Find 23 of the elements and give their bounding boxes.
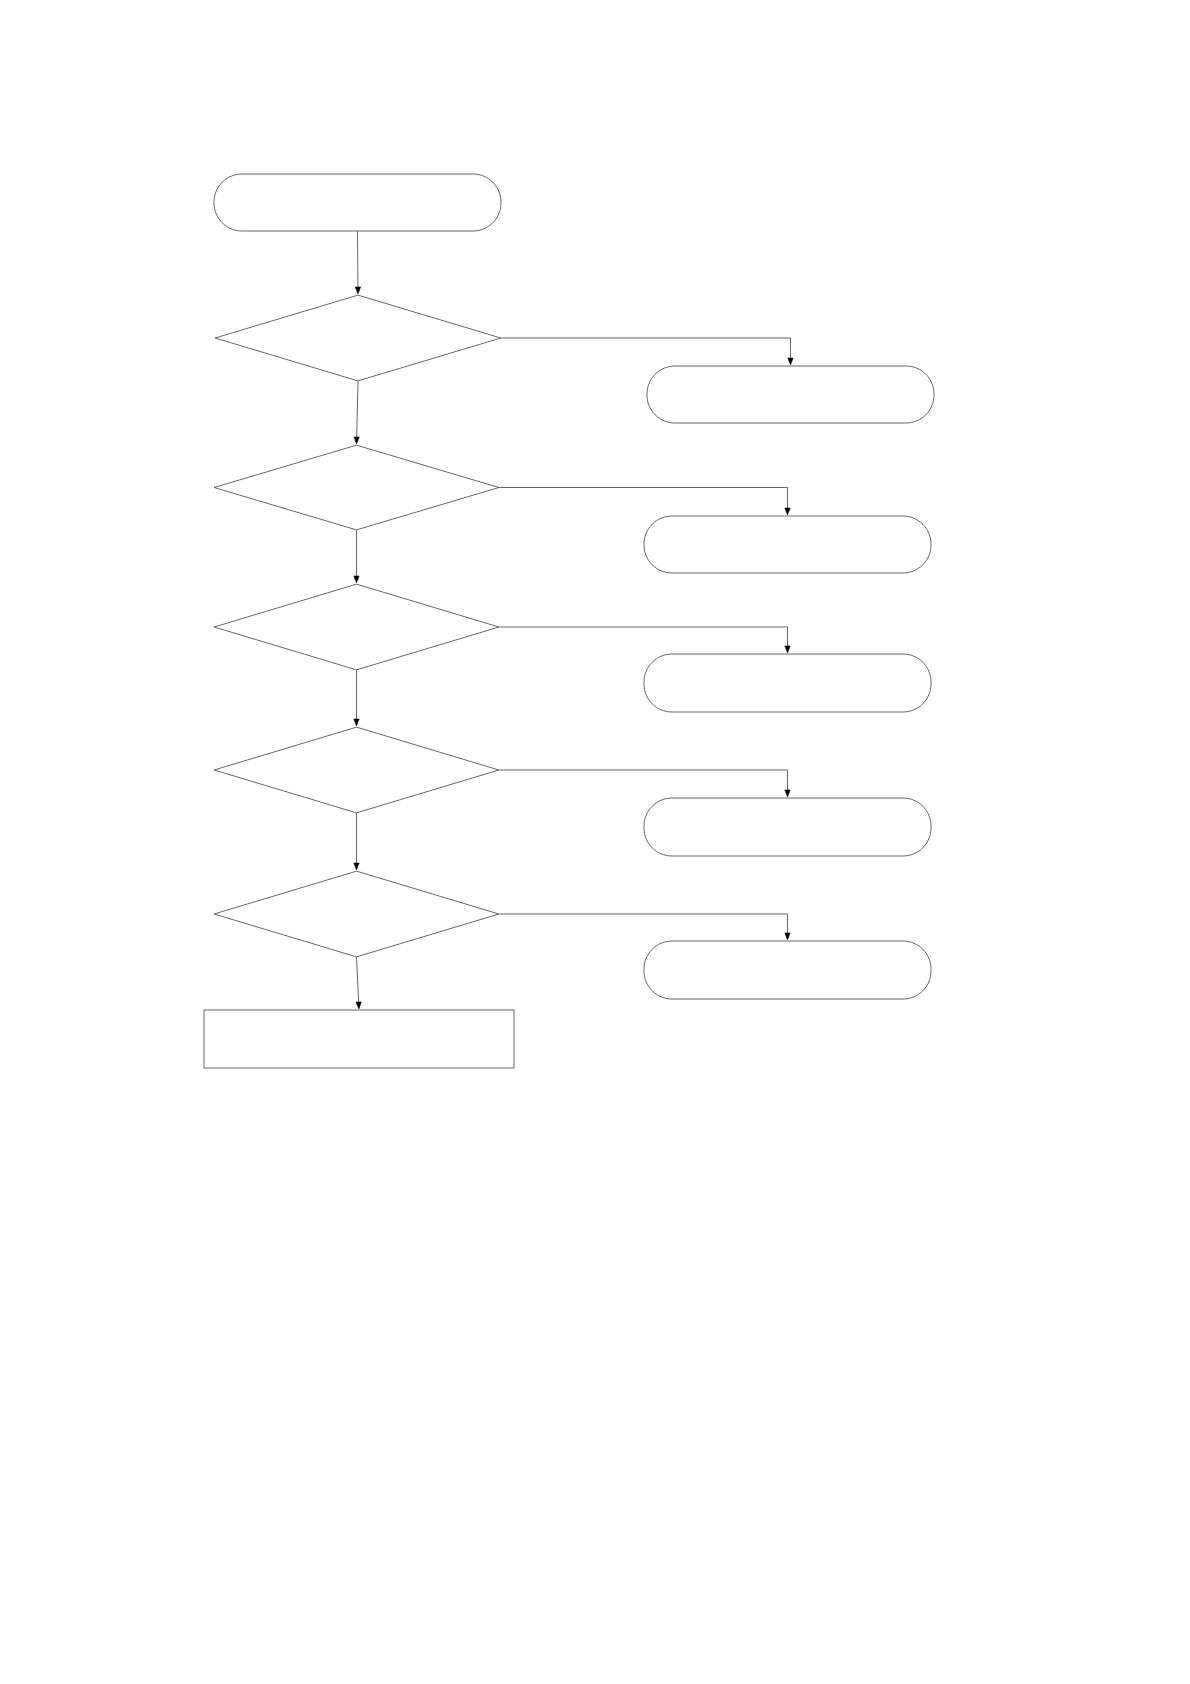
arrow (353, 670, 360, 727)
terminal-shape (643, 515, 932, 574)
terminal-shape (643, 940, 932, 1000)
decision-diamond (213, 870, 500, 958)
terminal-shape (213, 173, 502, 232)
arrow (499, 913, 791, 941)
decision-diamond (213, 444, 500, 531)
arrow (353, 530, 360, 584)
decision-diamond (213, 583, 500, 671)
arrow (353, 813, 360, 871)
decision-diamond (213, 726, 500, 814)
terminal-shape (643, 653, 932, 713)
terminal-shape (643, 797, 932, 857)
arrow (499, 626, 791, 654)
arrow (355, 231, 361, 295)
process-box (203, 1009, 515, 1069)
arrow (499, 769, 791, 798)
arrow (353, 381, 360, 445)
terminal-shape (646, 365, 935, 424)
arrow (355, 957, 362, 1010)
decision-diamond (214, 294, 502, 382)
arrow (501, 337, 794, 366)
arrow (499, 487, 791, 516)
